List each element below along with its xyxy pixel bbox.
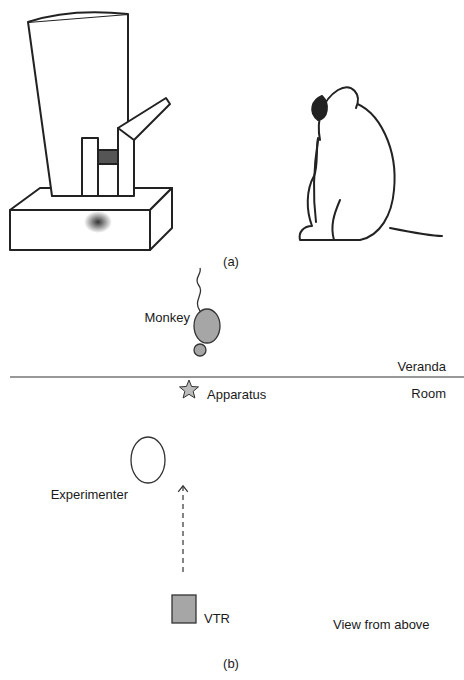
apparatus-label: Apparatus (207, 388, 266, 402)
apparatus-drawing (10, 12, 172, 250)
monkey-arm (314, 140, 318, 222)
monkey-tail-top (197, 268, 201, 311)
boundary-line (10, 376, 464, 377)
apparatus-star (180, 380, 199, 398)
vtr-label: VTR (204, 612, 230, 626)
monkey-head-top (194, 344, 206, 356)
cylinder-rim (28, 12, 128, 22)
vtr-box (172, 595, 196, 623)
panel-label: (a) (223, 255, 239, 269)
monkey-body-top (194, 309, 220, 343)
monkey-body (300, 102, 395, 240)
hidden-item (84, 211, 112, 233)
cylinder (28, 14, 128, 196)
base-side (150, 188, 172, 250)
base-front (10, 210, 150, 250)
panel-label: (b) (223, 657, 239, 671)
region-label: Veranda (398, 360, 446, 374)
view-note: View from above (333, 618, 430, 632)
monkey-face (312, 96, 327, 120)
camera-direction (182, 487, 183, 572)
monkey-leg (332, 200, 340, 240)
flap (118, 98, 170, 140)
experimenter-label: Experimenter (51, 488, 128, 502)
monkey-drawing (300, 87, 442, 240)
region-label: Room (411, 387, 446, 401)
frame-gap (98, 150, 118, 164)
frame-left (82, 138, 98, 196)
monkey-label: Monkey (144, 311, 190, 325)
monkey-tail (390, 228, 442, 236)
experimenter-circle (131, 437, 165, 483)
